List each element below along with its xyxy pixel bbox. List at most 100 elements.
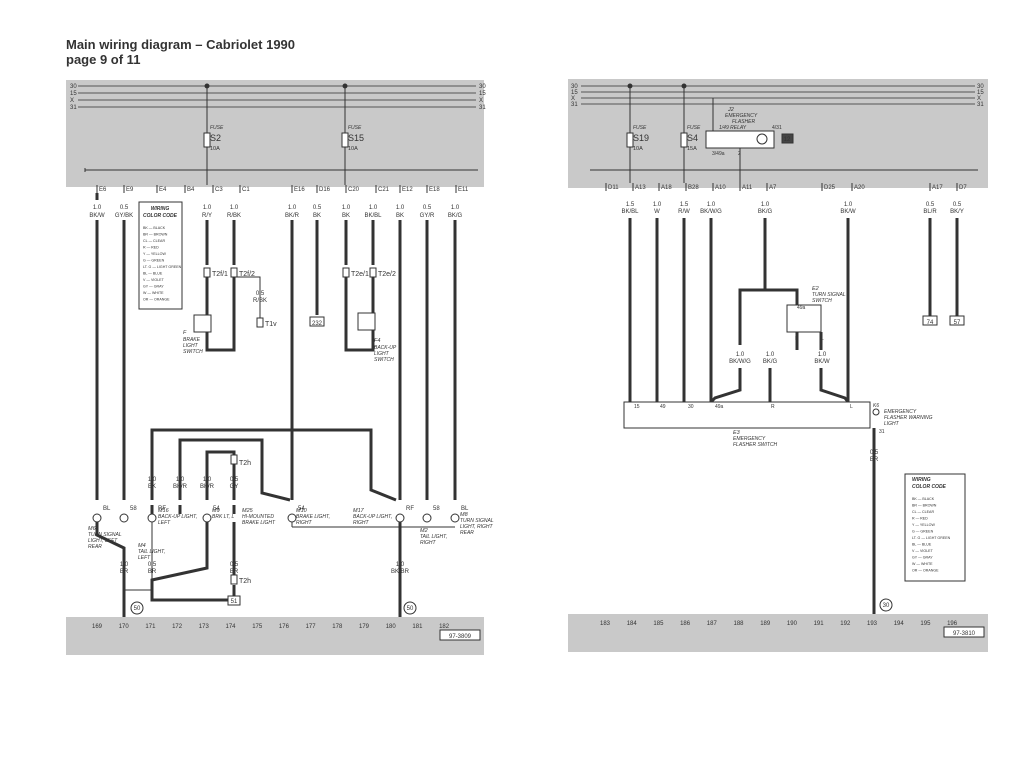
connector-label: E4 <box>159 187 167 193</box>
grid-number: 182 <box>439 624 450 630</box>
terminal-label: 58 <box>130 506 137 512</box>
grid-number: 183 <box>600 621 611 627</box>
ref-label: 51 <box>231 599 238 605</box>
terminal-label: 54 <box>213 506 220 512</box>
bus-label-left: 30 <box>70 84 77 90</box>
ref-label: 57 <box>954 320 961 326</box>
plug-label: T2h <box>239 460 251 467</box>
flasher-switch-id: E3 <box>733 430 741 436</box>
component-id: M6 <box>88 526 97 532</box>
flasher-pin: 30 <box>688 404 694 410</box>
plug-symbol <box>230 574 238 585</box>
connector-label: C1 <box>242 187 250 193</box>
bus-label-right: 30 <box>479 84 486 90</box>
grid-number: 193 <box>867 621 878 627</box>
bus-label-right: 30 <box>977 84 984 90</box>
grid-number: 192 <box>840 621 851 627</box>
component-label: BRAKE LIGHT <box>242 520 276 526</box>
grid-number: 172 <box>172 624 183 630</box>
lamp-symbol <box>450 513 460 523</box>
component-label: REAR <box>88 544 102 550</box>
wire-color: BK/W <box>840 209 856 215</box>
grid-number: 190 <box>787 621 798 627</box>
wire-color: R/BK <box>227 213 241 219</box>
wire-color: GY/R <box>420 213 435 219</box>
terminal-label: RF <box>158 506 166 512</box>
flasher-pin: R <box>771 404 775 410</box>
ground-ref-circle <box>403 601 417 615</box>
component-label: BACK-UP LIGHT, <box>158 514 197 520</box>
bus-label-right: X <box>479 98 483 104</box>
switch-label: SWITCH <box>183 349 203 355</box>
color-code-entry: BR — BROWN <box>143 233 168 237</box>
grid-number: 180 <box>386 624 397 630</box>
ref-box <box>949 315 965 326</box>
connector-label: C20 <box>348 187 360 193</box>
component-label: RIGHT <box>296 520 313 526</box>
relay-id: J2 <box>727 107 734 113</box>
warning-light-id: K6 <box>873 403 879 409</box>
plug-symbol <box>203 267 211 278</box>
grid-number: 195 <box>920 621 931 627</box>
component-label: TAIL LIGHT, <box>420 534 447 540</box>
sheet-code-box <box>439 629 481 641</box>
top-band-left <box>66 80 484 187</box>
wire-gauge: 1.0 <box>653 202 662 208</box>
wire-color: BK/R <box>200 484 215 490</box>
color-code-entry: G — GREEN <box>143 259 165 263</box>
lamp-symbol <box>119 513 129 523</box>
grid-number: 177 <box>306 624 317 630</box>
page-title: Main wiring diagram – Cabriolet 1990 <box>66 37 296 52</box>
color-code-box <box>138 201 183 310</box>
component-id: M2 <box>420 528 428 534</box>
wire-gauge: 0.5 <box>926 202 935 208</box>
fuse-heading: FUSE <box>348 125 362 131</box>
warning-light-label: FLASHER WARNING <box>884 415 933 421</box>
fuse-name: S15 <box>348 133 364 143</box>
wire-loop-brake <box>178 438 291 502</box>
backup-switch-body <box>357 312 376 331</box>
wire-gauge: 1.5 <box>680 202 689 208</box>
wire-gauge: 0.5 <box>423 205 432 211</box>
flasher-pin: 31 <box>879 429 885 435</box>
color-code-entry: CL — CLEAR <box>143 239 165 243</box>
bus-label-left: 30 <box>571 84 578 90</box>
fuse-heading: FUSE <box>210 125 224 131</box>
grid-number: 178 <box>332 624 343 630</box>
color-code-entry: LT. G — LIGHT GREEN <box>912 536 951 540</box>
plug-label: T2e/2 <box>378 271 396 278</box>
plug-label: T2f/2 <box>239 271 255 278</box>
component-label: LEFT <box>138 555 151 561</box>
bus-label-right: 31 <box>977 102 984 108</box>
grid-number: 186 <box>680 621 691 627</box>
color-code-entry: OR — ORANGE <box>912 569 939 573</box>
color-code-entry: BL — BLUE <box>912 543 932 547</box>
wire-color: GY <box>230 484 239 490</box>
bus-label-right: 15 <box>479 91 486 97</box>
connector-label: A11 <box>742 185 753 191</box>
wire-color: BR <box>120 569 129 575</box>
wire-gauge: 1.0 <box>818 352 827 358</box>
flasher-pin: 15 <box>634 404 640 410</box>
wire-color: BK <box>313 213 321 219</box>
color-code-entry: R — RED <box>912 517 928 521</box>
fuse-name: S4 <box>687 133 698 143</box>
component-id: M9 <box>212 508 220 514</box>
wire-t1v <box>234 276 261 318</box>
connector-label: D16 <box>319 187 331 193</box>
wire-f4 <box>344 277 375 352</box>
ref-label: 232 <box>312 321 323 327</box>
grid-number: 175 <box>252 624 263 630</box>
wire-gauge: 0.5 <box>953 202 962 208</box>
wire-color: BK <box>342 213 350 219</box>
flasher-switch-label: FLASHER SWITCH <box>733 442 778 448</box>
turn-switch-body <box>786 304 822 333</box>
page-subtitle: page 9 of 11 <box>66 52 141 67</box>
wire-49a-bottom <box>709 368 742 404</box>
wire-l-bottom <box>819 368 850 403</box>
switch-label: LIGHT <box>374 351 390 357</box>
wire-gauge: 1.0 <box>288 205 297 211</box>
color-code-entry: LT. G — LIGHT GREEN <box>143 265 182 269</box>
ref-label: 74 <box>927 320 934 326</box>
color-code-entry: V — VIOLET <box>143 278 165 282</box>
